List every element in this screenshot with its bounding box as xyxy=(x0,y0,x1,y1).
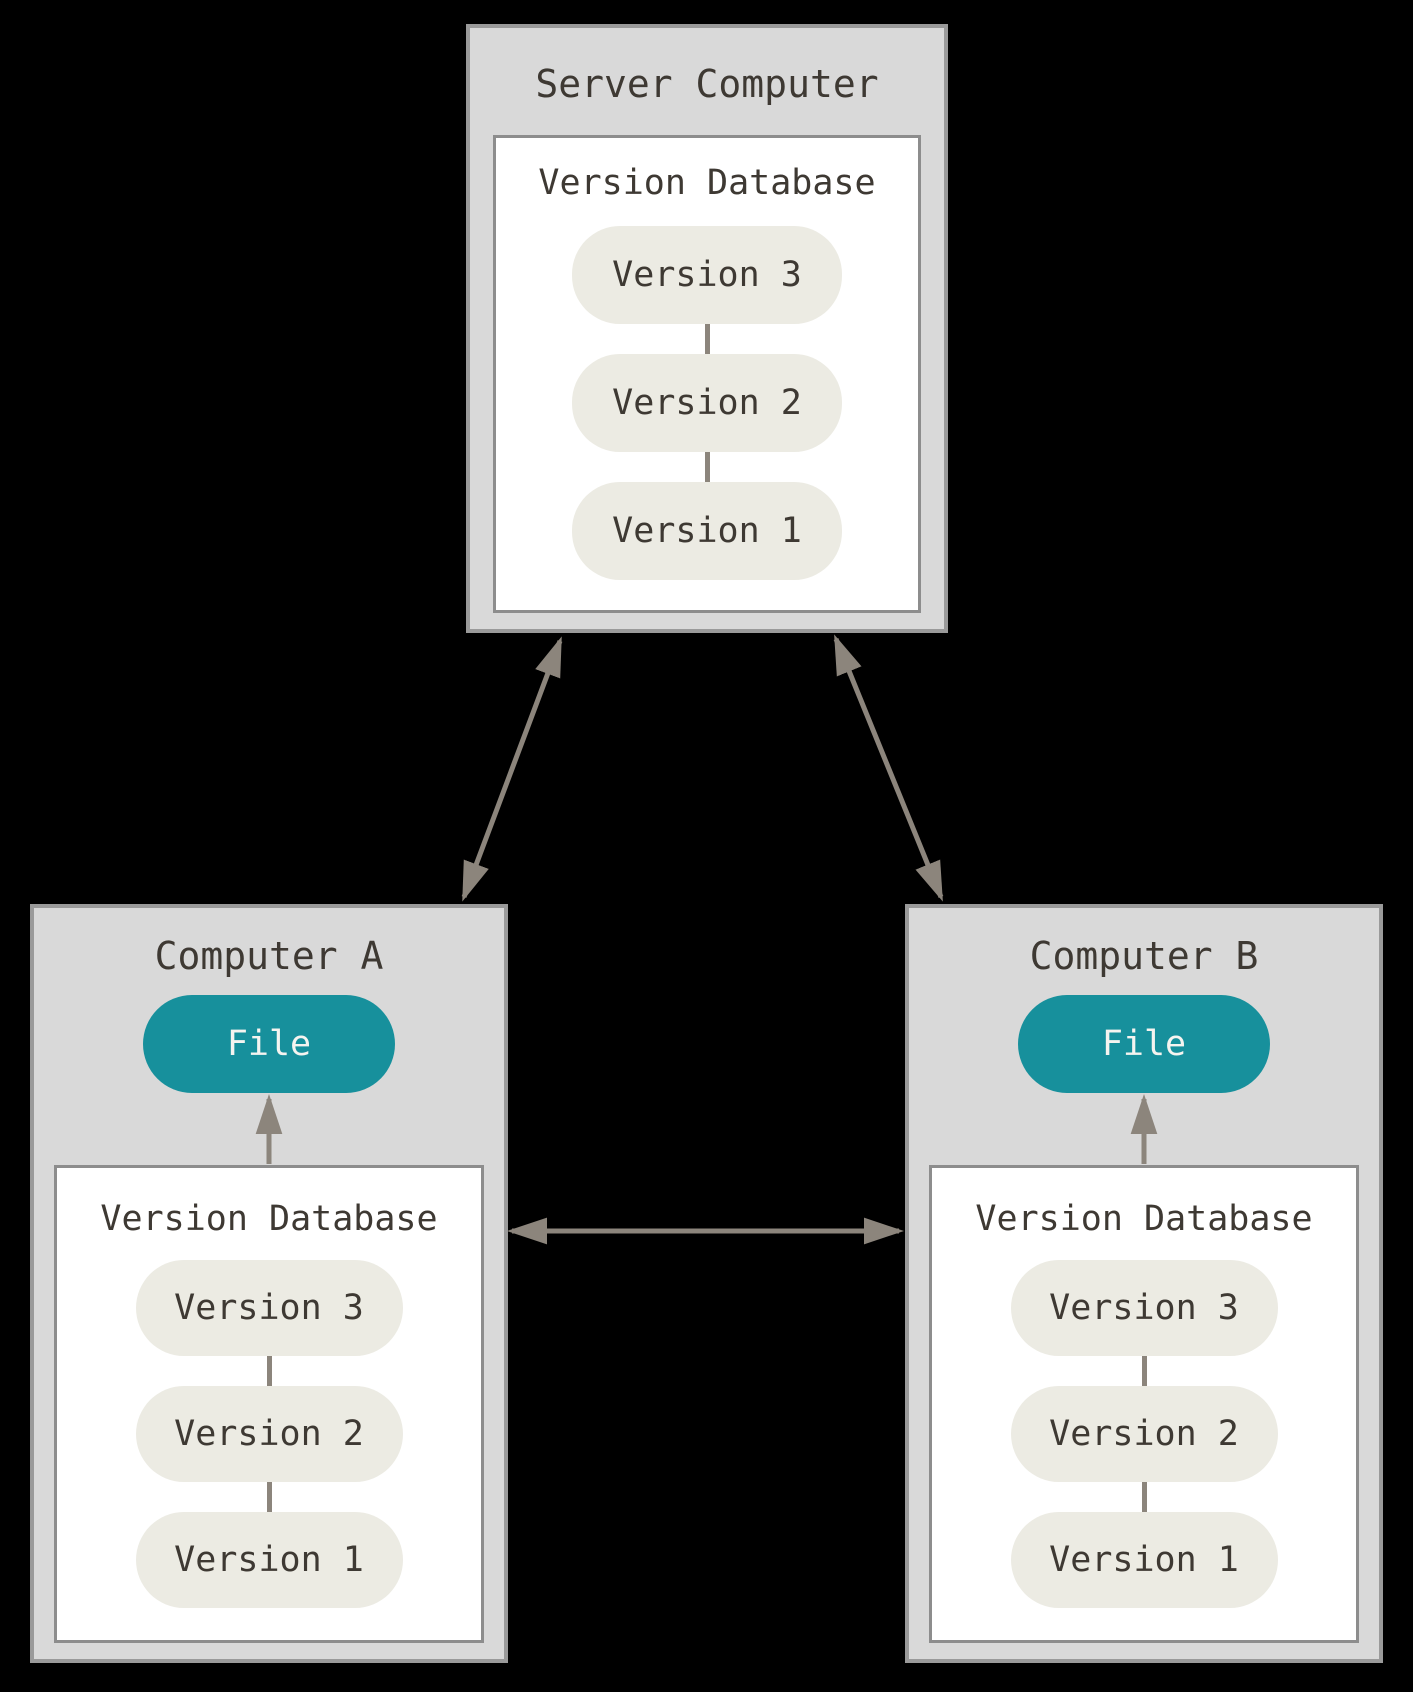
version-stack: Version 3 Version 2 Version 1 xyxy=(932,1260,1356,1608)
computer-b-file-node: File xyxy=(1018,995,1270,1093)
version-1-pill: Version 1 xyxy=(1010,1512,1278,1608)
version-1-pill: Version 1 xyxy=(135,1512,403,1608)
version-3-pill: Version 3 xyxy=(135,1260,403,1356)
version-3-pill: Version 3 xyxy=(1010,1260,1278,1356)
version-link-line xyxy=(266,1482,272,1512)
version-link-line xyxy=(1141,1356,1147,1386)
version-link-line xyxy=(1141,1482,1147,1512)
version-2-pill: Version 2 xyxy=(572,354,842,452)
arrow-server-computer-a xyxy=(461,636,563,902)
version-2-pill: Version 2 xyxy=(1010,1386,1278,1482)
computer-b-box: Computer B File Version Database Version… xyxy=(905,904,1383,1663)
server-version-database: Version Database Version 3 Version 2 Ver… xyxy=(493,135,921,613)
computer-b-version-database: Version Database Version 3 Version 2 Ver… xyxy=(929,1165,1359,1643)
version-link-line xyxy=(704,452,710,482)
version-1-pill: Version 1 xyxy=(572,482,842,580)
version-database-heading: Version Database xyxy=(975,1199,1313,1239)
version-link-line xyxy=(704,324,710,354)
arrow-server-computer-b xyxy=(833,634,944,902)
version-3-pill: Version 3 xyxy=(572,226,842,324)
server-computer-title: Server Computer xyxy=(535,62,879,106)
computer-a-box: Computer A File Version Database Version… xyxy=(30,904,508,1663)
version-database-heading: Version Database xyxy=(100,1199,438,1239)
version-stack: Version 3 Version 2 Version 1 xyxy=(57,1260,481,1608)
version-2-pill: Version 2 xyxy=(135,1386,403,1482)
version-stack: Version 3 Version 2 Version 1 xyxy=(496,226,918,580)
server-computer-box: Server Computer Version Database Version… xyxy=(466,24,948,633)
computer-b-title: Computer B xyxy=(1029,934,1259,978)
version-link-line xyxy=(266,1356,272,1386)
computer-a-title: Computer A xyxy=(154,934,384,978)
version-database-heading: Version Database xyxy=(538,163,876,203)
computer-a-version-database: Version Database Version 3 Version 2 Ver… xyxy=(54,1165,484,1643)
computer-a-file-node: File xyxy=(143,995,395,1093)
